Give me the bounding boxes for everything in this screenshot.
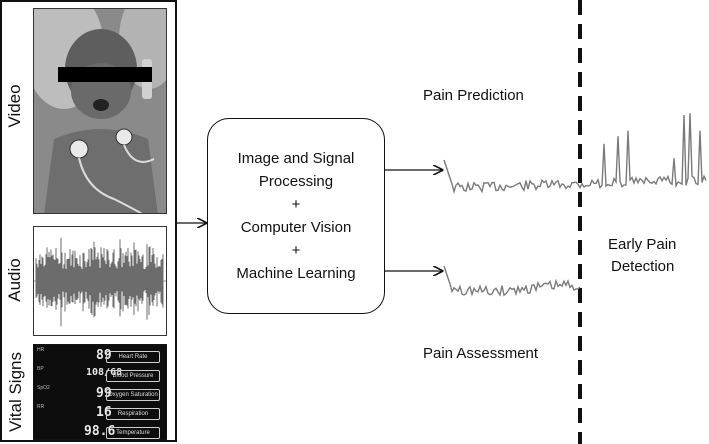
process-plus-1: + [291,196,301,213]
vital-name-badge: Oxygen Saturation [106,389,160,401]
pain-assessment-signal [443,265,581,297]
early-detection-label-1: Early Pain [608,236,677,253]
vital-small-label: SpO2 [37,385,50,391]
vital-name-badge: Heart Rate [106,351,160,363]
vital-value: 108/68 [86,367,123,378]
pain-assessment-label: Pain Assessment [423,345,539,362]
process-line-1: Image and Signal [237,150,355,167]
pain-prediction-label: Pain Prediction [423,87,524,104]
face-blur-bar [58,67,152,82]
process-plus-2: + [291,242,301,259]
audio-waveform [34,237,166,327]
vital-small-label: HR [37,347,45,353]
process-line-3: Computer Vision [240,219,352,236]
process-line-4: Machine Learning [236,265,356,282]
infant-video-frame [33,8,167,214]
pain-prediction-signal [443,113,707,195]
infant-image [34,9,166,213]
process-line-2: Processing [258,173,334,190]
early-detection-label-2: Detection [611,258,675,275]
processing-box: Image and Signal Processing + Computer V… [207,118,385,314]
vital-small-label: RR [37,404,45,410]
vital-name-badge: Temperature [106,427,160,439]
vital-name-badge: Blood Pressure [106,370,160,382]
vital-small-label: BP [37,366,44,372]
vital-name-badge: Respiration [106,408,160,420]
audio-waveform-panel [33,226,167,336]
